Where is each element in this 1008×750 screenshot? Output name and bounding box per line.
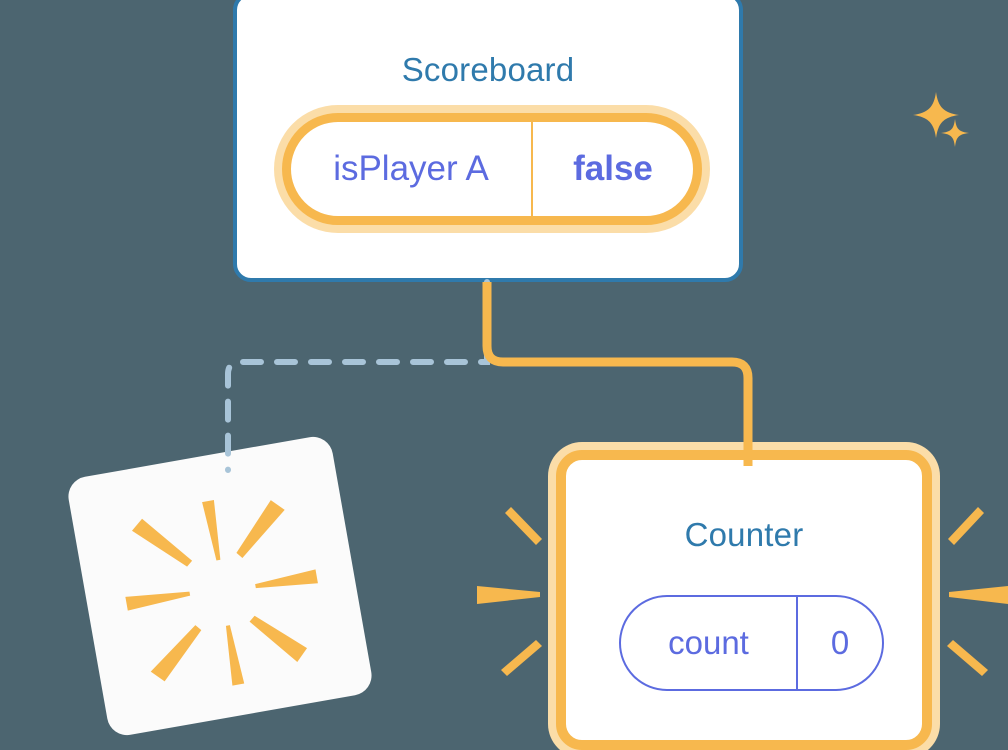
scoreboard-state-key: isPlayer A (291, 122, 533, 216)
edge-scoreboard-to-ghost (225, 279, 490, 473)
counter-state-key: count (621, 597, 798, 689)
counter-title: Counter (684, 516, 804, 553)
edge-scoreboard-to-counter (482, 282, 753, 466)
node-card-scoreboard[interactable]: Scoreboard isPlayer A false (233, 0, 969, 282)
counter-state-value: 0 (830, 624, 850, 661)
node-card-counter[interactable]: Counter count 0 (556, 450, 932, 750)
scoreboard-state-pill[interactable]: isPlayer A false (282, 113, 702, 225)
counter-state-pill[interactable]: count 0 (619, 595, 884, 691)
sparkle-small-icon (941, 119, 969, 147)
sparkle-large-icon (913, 92, 959, 138)
node-card-ghost[interactable] (65, 433, 375, 739)
scoreboard-title: Scoreboard (401, 51, 575, 88)
scoreboard-state-value: false (573, 149, 653, 188)
